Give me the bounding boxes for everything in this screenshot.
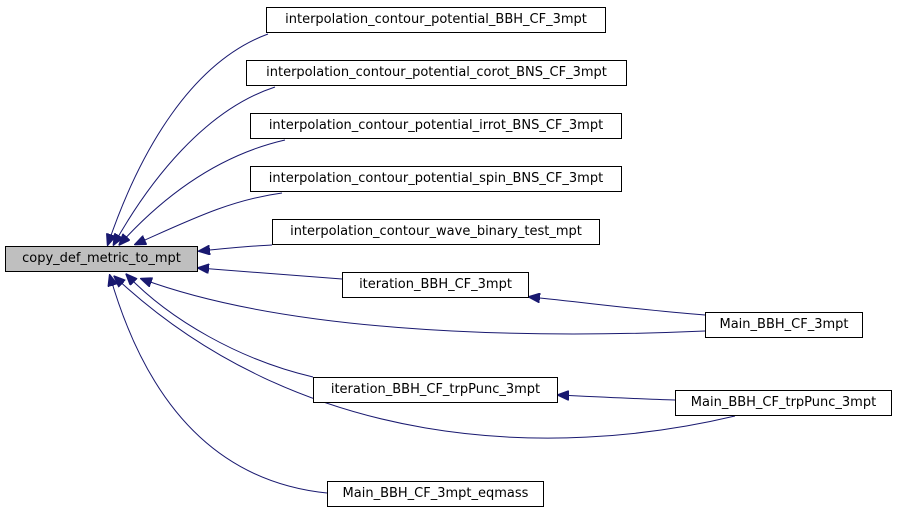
edge-n6-root (199, 268, 343, 280)
node-label: interpolation_contour_potential_irrot_BN… (268, 118, 604, 133)
edge-n7-root (142, 279, 706, 335)
edge-n10-root (110, 276, 328, 494)
node-label: interpolation_contour_potential_spin_BNS… (268, 171, 604, 186)
node-iteration-bbh-cf-trppunc-3mpt[interactable]: iteration_BBH_CF_trpPunc_3mpt (313, 377, 558, 403)
root-node: copy_def_metric_to_mpt (5, 246, 198, 272)
node-interpolation-contour-potential-spin-bns[interactable]: interpolation_contour_potential_spin_BNS… (250, 166, 622, 192)
edge-n8-root (127, 275, 314, 378)
node-interpolation-contour-potential-corot-bns[interactable]: interpolation_contour_potential_corot_BN… (246, 60, 627, 86)
edge-n9-n8 (559, 395, 676, 401)
node-label: Main_BBH_CF_trpPunc_3mpt (690, 395, 877, 410)
edge-n4-root (136, 192, 283, 244)
node-label: interpolation_contour_wave_binary_test_m… (290, 224, 582, 239)
node-label: Main_BBH_CF_3mpt_eqmass (342, 486, 529, 501)
root-node-label: copy_def_metric_to_mpt (22, 251, 181, 266)
edge-n2-root (114, 86, 276, 244)
edge-n7-n6 (530, 297, 706, 316)
node-main-bbh-cf-trppunc-3mpt[interactable]: Main_BBH_CF_trpPunc_3mpt (675, 390, 892, 416)
edge-n9-root (115, 277, 736, 439)
edge-n5-root (200, 244, 273, 251)
node-label: interpolation_contour_potential_BBH_CF_3… (285, 12, 587, 27)
edge-n1-root (108, 33, 269, 244)
node-main-bbh-cf-3mpt-eqmass[interactable]: Main_BBH_CF_3mpt_eqmass (327, 481, 544, 507)
node-main-bbh-cf-3mpt[interactable]: Main_BBH_CF_3mpt (705, 312, 863, 338)
node-interpolation-contour-potential-bbh[interactable]: interpolation_contour_potential_BBH_CF_3… (266, 7, 606, 33)
node-iteration-bbh-cf-3mpt[interactable]: iteration_BBH_CF_3mpt (342, 272, 529, 298)
node-label: iteration_BBH_CF_3mpt (359, 277, 512, 292)
node-interpolation-contour-wave-binary-test[interactable]: interpolation_contour_wave_binary_test_m… (272, 219, 600, 245)
node-label: iteration_BBH_CF_trpPunc_3mpt (330, 382, 541, 397)
node-label: Main_BBH_CF_3mpt (719, 317, 849, 332)
node-label: interpolation_contour_potential_corot_BN… (266, 65, 607, 80)
node-interpolation-contour-potential-irrot-bns[interactable]: interpolation_contour_potential_irrot_BN… (250, 113, 622, 139)
edge-n3-root (120, 139, 286, 244)
